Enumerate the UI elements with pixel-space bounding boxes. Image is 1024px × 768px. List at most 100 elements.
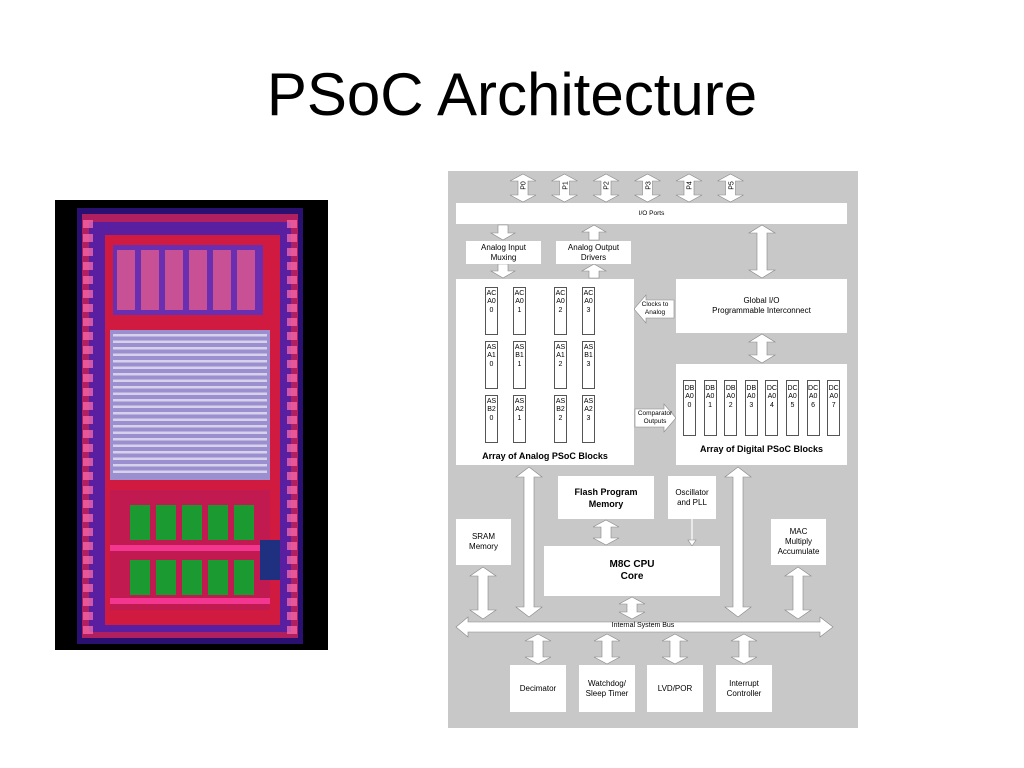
clocks-to-analog-arrow [633,294,675,324]
die-pad [83,584,93,592]
die-logic-column [165,250,183,310]
die-pad [287,248,297,256]
die-green-block [182,560,202,595]
die-logic-column [117,250,135,310]
die-pad [287,304,297,312]
port-label: P1 [562,181,569,190]
analog-block: ACA00 [485,287,498,335]
port-arrow [675,173,703,203]
mac-bus-arrow [784,566,812,620]
digital-block-label: DBA03 [746,385,757,409]
peripheral-bus-arrow [593,633,621,665]
analog-array-label: Array of Analog PSoC Blocks [482,451,608,461]
die-pad [83,388,93,396]
die-pad [83,262,93,270]
die-green-block [156,560,176,595]
mac-line3: Accumulate [777,547,820,556]
die-pad [83,598,93,606]
die-digital-row [113,340,267,343]
die-pad [83,500,93,508]
die-pad [287,556,297,564]
interrupt-controller: Interrupt Controller [716,665,772,712]
cpu-bus-arrow [618,596,646,620]
die-pad [287,584,297,592]
die-trace [110,545,270,551]
sram-memory: SRAM Memory [456,519,511,565]
port-label: P2 [603,181,611,190]
clocks-to-analog-line1: Clocks to [641,301,669,308]
analog-block-label: ASB13 [583,344,594,368]
io-ports-bar: I/O Ports [456,203,847,224]
die-pad [287,458,297,466]
flash-line2: Memory [588,498,624,509]
die-trace [110,598,270,604]
analog-block: ASB11 [513,341,526,389]
comparator-outputs-arrow [634,403,677,433]
die-pad [83,276,93,284]
io-to-global-arrow [747,224,777,279]
die-pad [83,234,93,242]
analog-block: ASA21 [513,395,526,443]
cpu-line2: Core [620,571,644,582]
analog-block-label: ASB20 [486,398,497,422]
digital-block-label: DCA07 [828,385,839,409]
die-pad [83,346,93,354]
die-pad [83,402,93,410]
port-arrow [717,173,744,203]
lvd-por: LVD/POR [647,665,703,712]
analog-input-muxing-line1: Analog Input [481,242,526,252]
digital-block: DBA02 [724,380,738,436]
analog-array-to-drivers-arrow [580,263,608,279]
analog-block: ASA23 [582,395,595,443]
die-logic-column [213,250,231,310]
port-label: P3 [645,181,652,190]
analog-block: ACA03 [582,287,595,335]
die-pad [287,514,297,522]
die-pad [287,402,297,410]
peripheral-bus-arrow [524,633,552,665]
die-pad [83,374,93,382]
die-digital-row [113,438,267,441]
digital-block: DCA07 [827,380,841,436]
analog-block-label: ASB11 [514,344,525,368]
digital-block: DBA00 [683,380,696,436]
digital-array-label: Array of Digital PSoC Blocks [699,444,824,454]
oscillator-line1: Oscillator [675,487,709,497]
die-pad [83,570,93,578]
die-digital-row [113,470,267,473]
clocks-to-analog-label: Clocks to Analog [639,299,671,319]
die-pad [287,220,297,228]
die-pad [83,290,93,298]
die-pad [287,500,297,508]
digital-block: DCA04 [765,380,779,436]
die-pad [83,486,93,494]
die-pad [287,472,297,480]
analog-block-label: ASB22 [555,398,566,422]
die-digital-row [113,431,267,434]
die-digital-row [113,360,267,363]
analog-input-muxing-line2: Muxing [490,252,517,262]
die-digital-row [113,334,267,337]
port-label: P5 [728,181,735,190]
global-io-line1: Global I/O [743,296,780,305]
cpu-line1: M8C CPU [609,559,655,570]
die-pad [83,360,93,368]
mac-multiply-accumulate: MAC Multiply Accumulate [771,519,826,565]
die-pad [83,472,93,480]
analog-array-bus-arrow [515,466,543,618]
digital-block: DCA05 [786,380,799,436]
port-arrow [634,173,661,203]
die-pad [287,430,297,438]
die-pad [83,444,93,452]
analog-block: ASB13 [582,341,595,389]
die-pad [287,626,297,634]
die-pad [287,374,297,382]
port-arrow [509,173,537,203]
io-to-analog-mux-arrow [489,224,517,241]
sram-line2: Memory [469,542,498,551]
analog-block-label: ACA00 [486,290,497,314]
interrupt-line1: Interrupt [729,678,759,688]
die-pad [83,556,93,564]
interrupt-line2: Controller [726,688,762,698]
comparator-outputs-line1: Comparator [637,410,673,417]
